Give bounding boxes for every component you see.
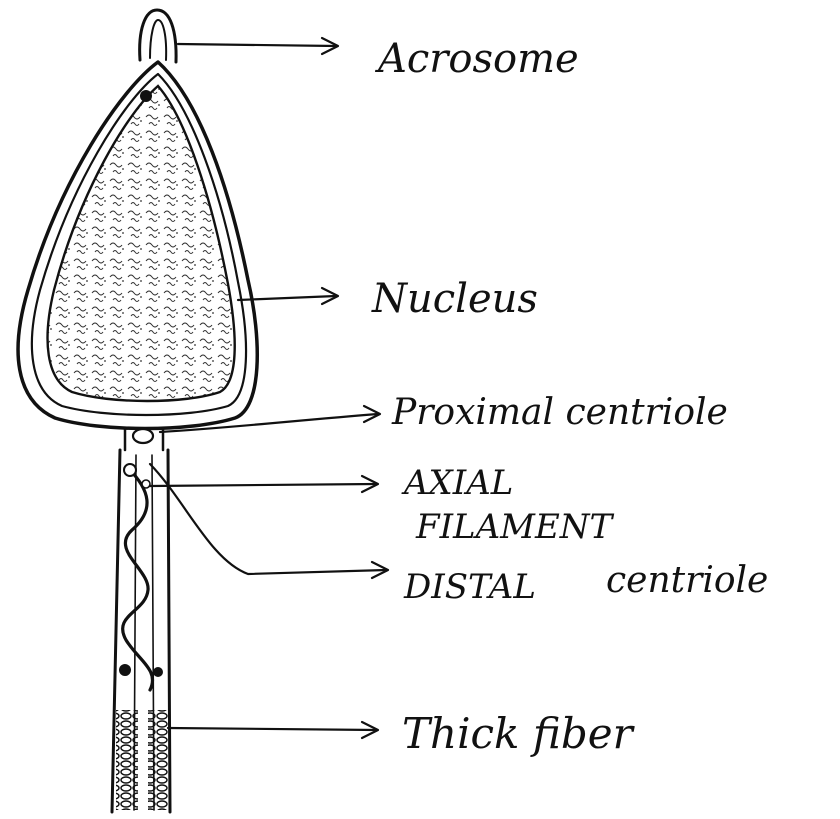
thick-fibers <box>116 710 168 810</box>
spiral-sheath <box>119 464 163 690</box>
arrow-thick-fiber <box>168 722 378 738</box>
label-proximal-centriole: Proximal centriole <box>391 392 728 433</box>
nucleus <box>48 86 235 401</box>
label-distal-centriole-part2: centriole <box>606 560 768 601</box>
proximal-centriole-body <box>125 428 163 450</box>
arrow-distal-centriole <box>150 464 388 578</box>
arrow-proximal-centriole <box>160 406 380 432</box>
arrow-acrosome <box>178 38 338 54</box>
label-nucleus: Nucleus <box>371 276 538 322</box>
label-distal-centriole-part1: DISTAL <box>403 567 536 607</box>
label-thick-fiber: Thick fiber <box>402 709 636 758</box>
label-acrosome: Acrosome <box>374 36 579 82</box>
label-axial-filament-line1: AXIAL <box>401 463 513 503</box>
label-axial-filament-line2: FILAMENT <box>415 507 615 547</box>
acrosome-cap <box>140 10 176 62</box>
arrow-axial-filament <box>150 476 378 492</box>
